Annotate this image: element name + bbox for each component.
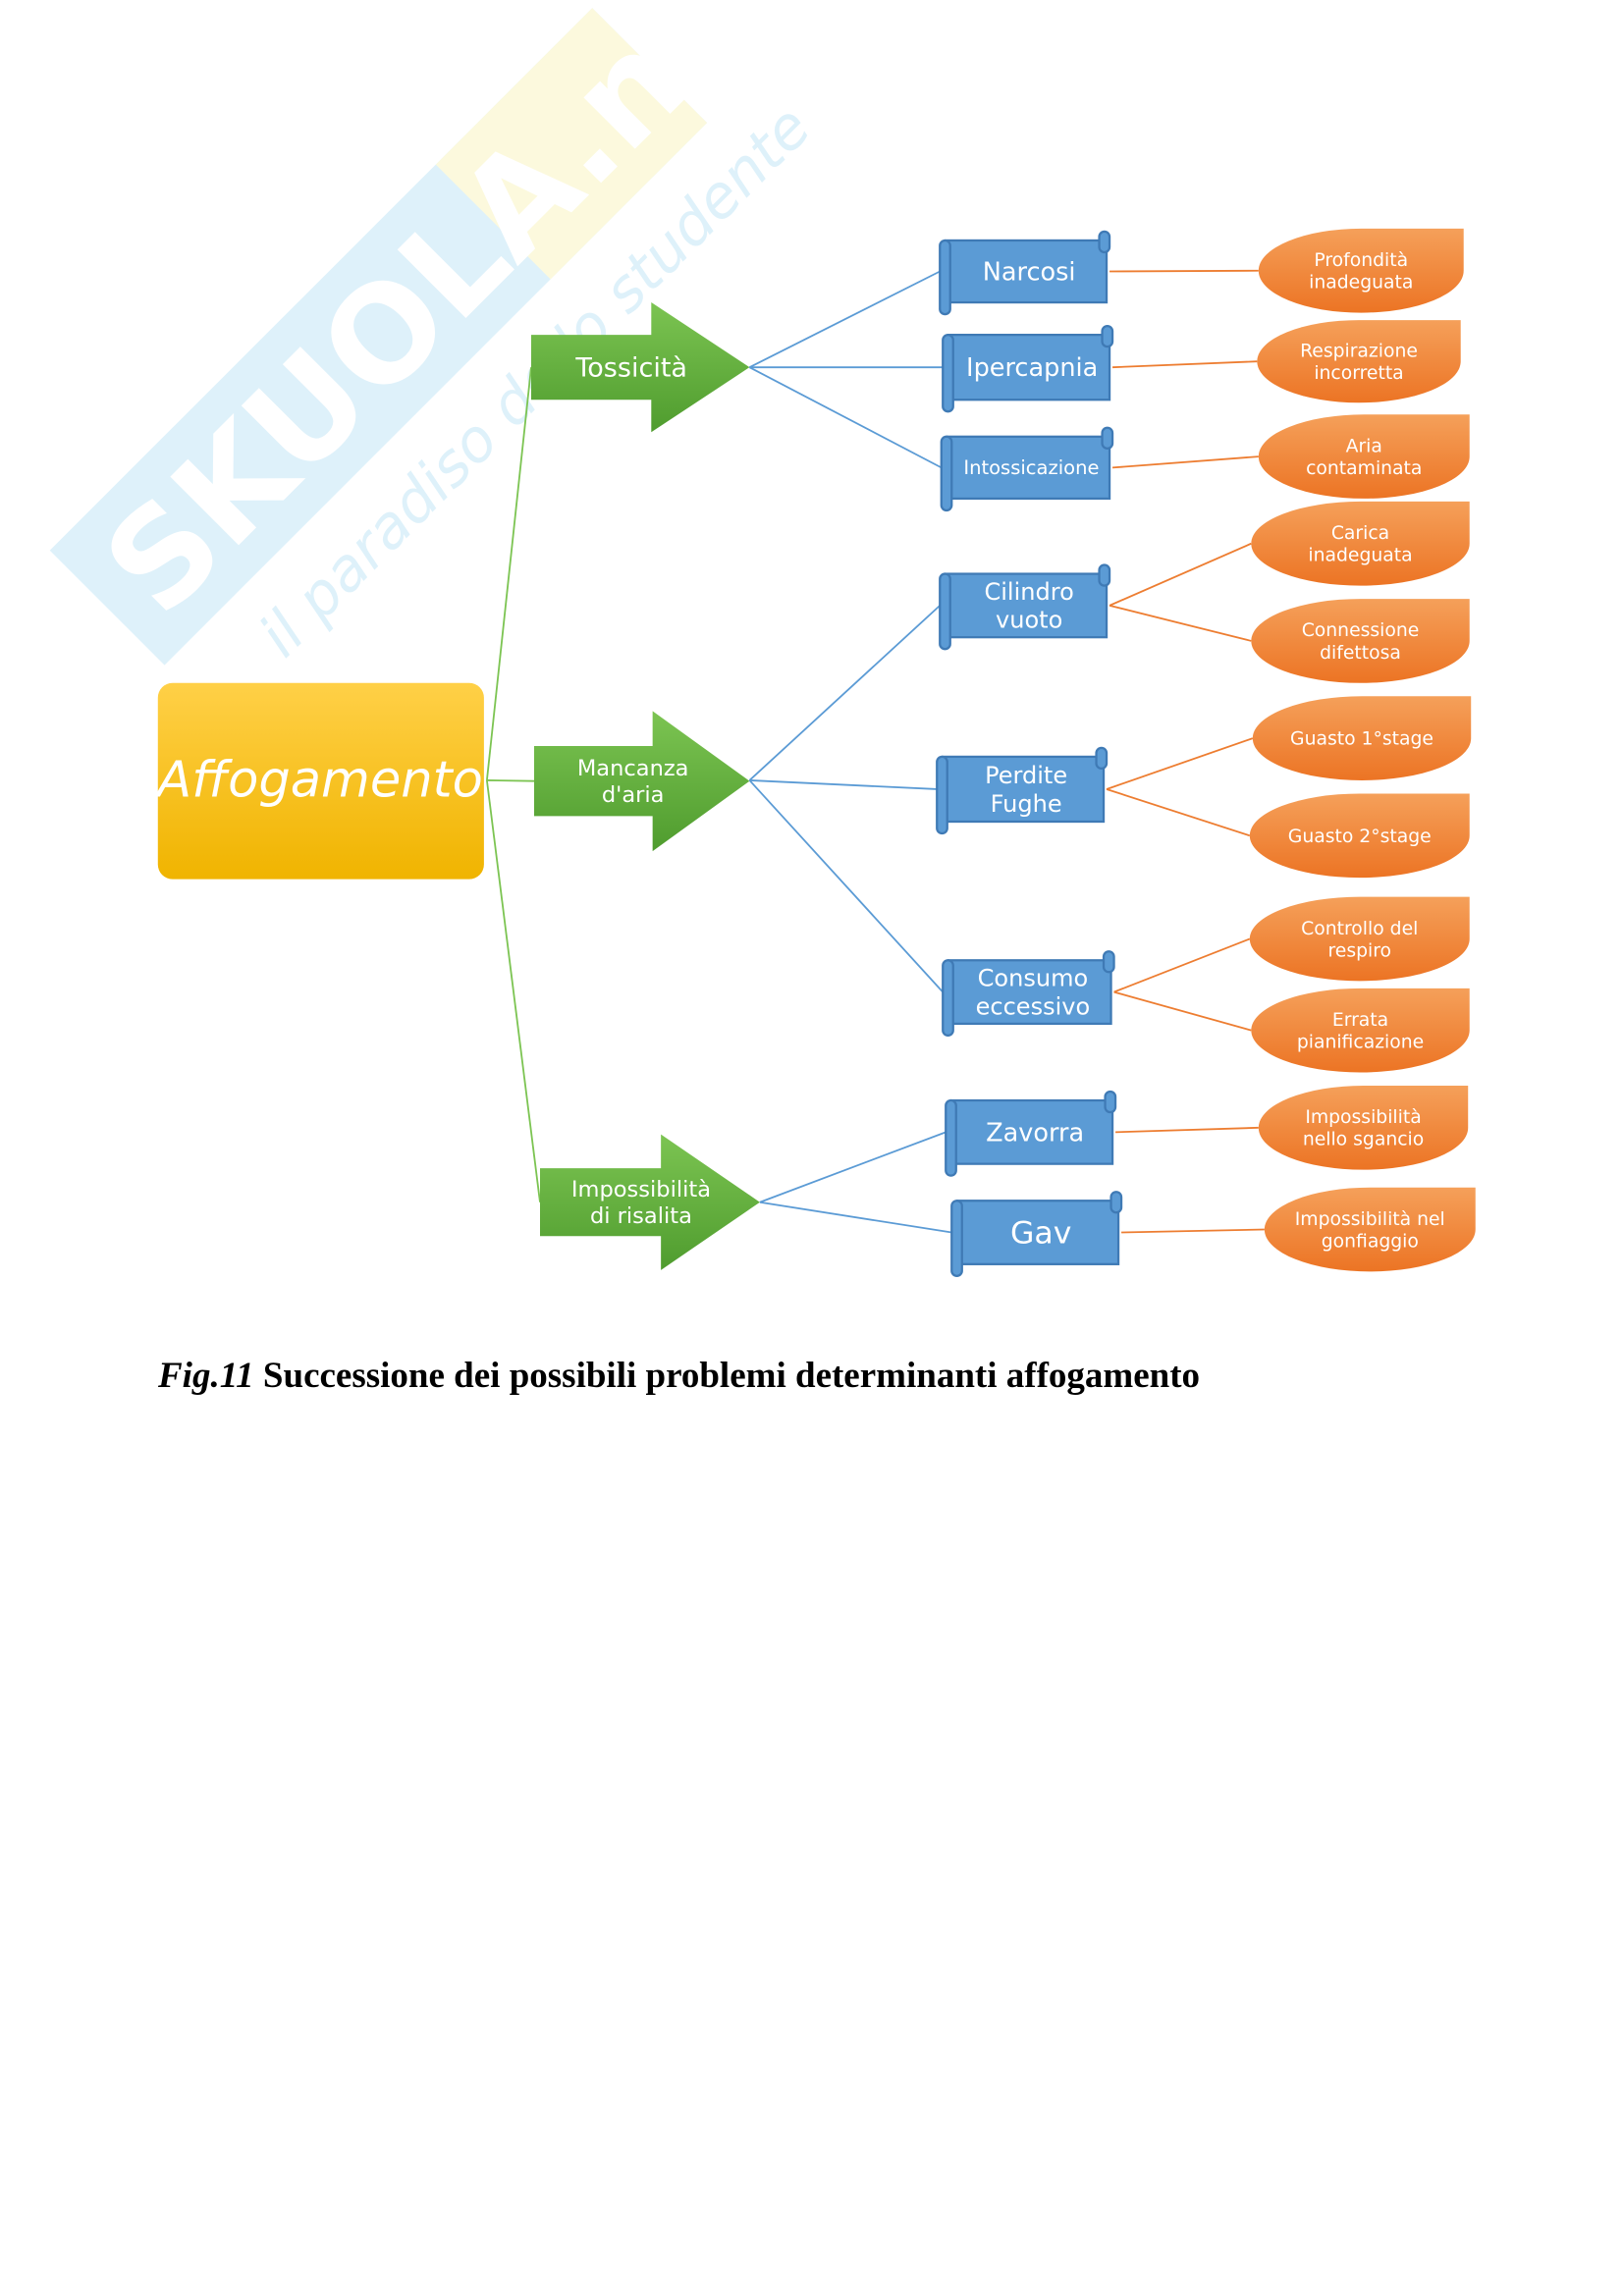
node-label: d'aria bbox=[602, 782, 665, 808]
connector-problem-cause bbox=[1109, 604, 1252, 642]
node-label: eccessivo bbox=[976, 992, 1091, 1020]
connector-problem-cause bbox=[1113, 937, 1251, 993]
node-label: vuoto bbox=[996, 607, 1062, 634]
category-arrow: Tossicità bbox=[530, 302, 750, 433]
connector-problem-cause bbox=[1109, 542, 1252, 607]
node-label: Guasto 1°stage bbox=[1290, 729, 1434, 750]
node-label: Zavorra bbox=[986, 1118, 1084, 1148]
node-label: difettosa bbox=[1320, 643, 1401, 664]
figure-label: Fig.11 bbox=[158, 1356, 254, 1396]
connector-category-problem bbox=[748, 270, 941, 368]
connector-category-problem bbox=[749, 779, 938, 790]
node-label: Ipercapnia bbox=[966, 353, 1098, 383]
connector-problem-cause bbox=[1113, 990, 1252, 1032]
node-label: Connessione bbox=[1302, 620, 1420, 641]
connector-root-category bbox=[486, 779, 535, 782]
node-label: Controllo del bbox=[1301, 919, 1418, 939]
node-label: Impossibilità bbox=[571, 1177, 711, 1202]
node-label: Intossicazione bbox=[963, 456, 1099, 479]
root-label: Affogamento bbox=[154, 751, 483, 809]
node-label: Tossicità bbox=[574, 353, 687, 384]
node-label: Profondità bbox=[1314, 250, 1408, 271]
connector-problem-cause bbox=[1106, 737, 1254, 790]
connector-problem-cause bbox=[1115, 1126, 1259, 1134]
figure-caption: Fig.11 Successione dei possibili problem… bbox=[158, 1355, 1200, 1397]
connector-root-category bbox=[486, 367, 532, 781]
connector-category-problem bbox=[759, 1131, 947, 1203]
node-label: inadeguata bbox=[1308, 546, 1412, 566]
connector-problem-cause bbox=[1109, 269, 1259, 273]
node-label: di risalita bbox=[590, 1203, 692, 1229]
connector-category-problem bbox=[759, 1201, 952, 1234]
node-label: contaminata bbox=[1306, 458, 1422, 479]
node-label: Gav bbox=[1010, 1216, 1071, 1252]
connector-problem-cause bbox=[1111, 455, 1259, 469]
node-label: Perdite bbox=[985, 762, 1067, 789]
cause-node: Guasto 1°stage bbox=[1252, 696, 1472, 780]
node-label: Narcosi bbox=[983, 257, 1076, 287]
problem-scroll-box: Ipercapnia bbox=[942, 324, 1114, 413]
node-label: Errata bbox=[1332, 1010, 1388, 1031]
connector-problem-cause bbox=[1121, 1228, 1265, 1234]
node-label: nello sgancio bbox=[1303, 1130, 1424, 1150]
connector-category-problem bbox=[748, 366, 943, 469]
node-label: Guasto 2°stage bbox=[1288, 827, 1432, 847]
node-label: Impossibilità bbox=[1305, 1107, 1421, 1128]
problem-scroll-box: Narcosi bbox=[939, 230, 1111, 316]
node-label: incorretta bbox=[1314, 363, 1403, 384]
watermark-brand: SKUOLA.net bbox=[75, 0, 825, 644]
connector-category-problem bbox=[748, 779, 944, 993]
node-label: Respirazione bbox=[1300, 341, 1418, 361]
node-label: respiro bbox=[1327, 940, 1391, 961]
node-label: Impossibilità nel bbox=[1295, 1209, 1445, 1230]
node-label: Mancanza bbox=[577, 756, 689, 781]
problem-scroll-box: Zavorra bbox=[945, 1090, 1117, 1177]
figure-caption-text: Successione dei possibili problemi deter… bbox=[253, 1356, 1201, 1396]
node-label: Fughe bbox=[991, 790, 1062, 818]
node-label: gonfiaggio bbox=[1322, 1231, 1419, 1252]
connector-problem-cause bbox=[1112, 360, 1258, 369]
problem-scroll-box: Gav bbox=[950, 1191, 1123, 1277]
problem-scroll-box: Intossicazione bbox=[940, 426, 1114, 512]
node-label: pianificazione bbox=[1297, 1033, 1424, 1053]
node-label: Aria bbox=[1346, 436, 1382, 456]
cause-node: Guasto 2°stage bbox=[1249, 793, 1470, 879]
node-label: inadeguata bbox=[1309, 273, 1413, 294]
node-label: Carica bbox=[1331, 523, 1389, 544]
connector-category-problem bbox=[748, 605, 941, 781]
connector-root-category bbox=[486, 779, 541, 1202]
root-node-affogamento: Affogamento bbox=[154, 682, 484, 880]
node-label: Cilindro bbox=[984, 578, 1073, 606]
node-label: Consumo bbox=[978, 965, 1089, 992]
connector-problem-cause bbox=[1106, 788, 1251, 837]
